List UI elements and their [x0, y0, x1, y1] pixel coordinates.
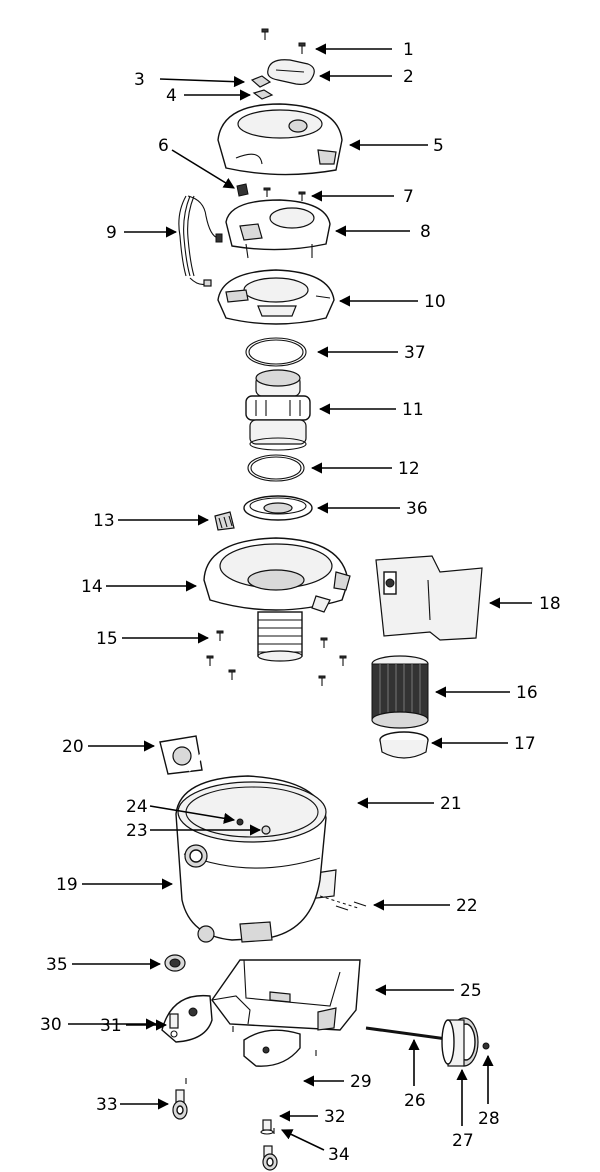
callout-number: 35 [46, 955, 68, 975]
latch-part-4 [252, 89, 274, 100]
switch-part-6 [236, 183, 249, 197]
callout-number: 24 [126, 797, 148, 817]
caster-part-33 [172, 1089, 188, 1120]
filter-bag-part-18 [375, 555, 483, 641]
power-cord-part-9 [178, 195, 223, 287]
callout-number: 14 [81, 577, 103, 597]
callout-number: 13 [93, 511, 115, 531]
switch-housing-part-8 [225, 199, 331, 259]
callout-arrow-3 [159, 76, 246, 88]
caster-cover-part-29 [243, 1029, 317, 1067]
motor-cover-part-10 [217, 269, 335, 325]
callout-number: 20 [62, 737, 84, 757]
baffle-part-36 [243, 495, 313, 521]
caster-stem-part-31 [169, 1013, 187, 1084]
axle-cap-part-28 [482, 1042, 490, 1050]
callout-number: 9 [106, 223, 117, 243]
callout-arrow-6 [171, 149, 235, 189]
callout-arrow-34 [280, 1129, 325, 1151]
callout-number: 1 [403, 40, 414, 60]
callout-labels: 1 2 3 4 5 6 7 8 9 10 37 11 12 36 13 14 1… [40, 40, 561, 1165]
callout-number: 6 [158, 136, 169, 156]
callout-number: 27 [452, 1131, 474, 1151]
cartridge-filter-part-16 [371, 655, 429, 729]
latch-part-3 [250, 75, 272, 88]
top-cover-part-5 [217, 103, 343, 176]
wheel-part-27 [441, 1017, 479, 1067]
callout-number: 25 [460, 981, 482, 1001]
callout-number: 4 [166, 86, 177, 106]
clip-part-13 [214, 511, 235, 531]
caster-housing-part-30 [161, 994, 234, 1043]
callout-number: 33 [96, 1095, 118, 1115]
screw-part-1 [261, 28, 306, 54]
screw-part-7 [263, 187, 306, 201]
screw-part-22 [319, 895, 367, 911]
callout-number: 5 [433, 136, 444, 156]
callout-number: 31 [100, 1016, 122, 1036]
drain-cap-part-35 [164, 954, 186, 972]
callout-number: 17 [514, 734, 536, 754]
lid-part-14 [203, 537, 351, 662]
callout-number: 15 [96, 629, 118, 649]
callout-number: 34 [328, 1145, 350, 1165]
callout-number: 8 [420, 222, 431, 242]
callout-number: 11 [402, 400, 424, 420]
callout-number: 16 [516, 683, 538, 703]
callout-number: 19 [56, 875, 78, 895]
axle-part-26 [365, 1026, 455, 1042]
callout-number: 29 [350, 1072, 372, 1092]
callout-number: 37 [404, 343, 426, 363]
caster-part-34 [262, 1145, 278, 1171]
callout-number: 36 [406, 499, 428, 519]
callout-number: 18 [539, 594, 561, 614]
gasket-part-12 [247, 454, 305, 482]
callout-number: 28 [478, 1109, 500, 1129]
washer-part-32 [260, 1119, 275, 1135]
callout-number: 7 [403, 187, 414, 207]
part-illustrations [159, 28, 490, 1171]
callout-number: 3 [134, 70, 145, 90]
tank-part-19 [175, 775, 327, 943]
port-door-part-20 [159, 735, 203, 775]
filter-retainer-part-17 [379, 731, 429, 759]
callout-arrows [68, 43, 532, 1151]
callout-number: 26 [404, 1091, 426, 1111]
top-handle-part-2 [267, 59, 315, 85]
callout-number: 2 [403, 67, 414, 87]
callout-number: 22 [456, 896, 478, 916]
gasket-part-37 [245, 337, 307, 367]
dolly-base-part-25 [211, 959, 361, 1031]
callout-number: 10 [424, 292, 446, 312]
callout-number: 21 [440, 794, 462, 814]
callout-number: 23 [126, 821, 148, 841]
callout-number: 32 [324, 1107, 346, 1127]
motor-part-11 [245, 369, 311, 451]
callout-arrow-24 [149, 805, 236, 824]
callout-number: 30 [40, 1015, 62, 1035]
callout-number: 12 [398, 459, 420, 479]
screws-part-15 [206, 630, 347, 686]
